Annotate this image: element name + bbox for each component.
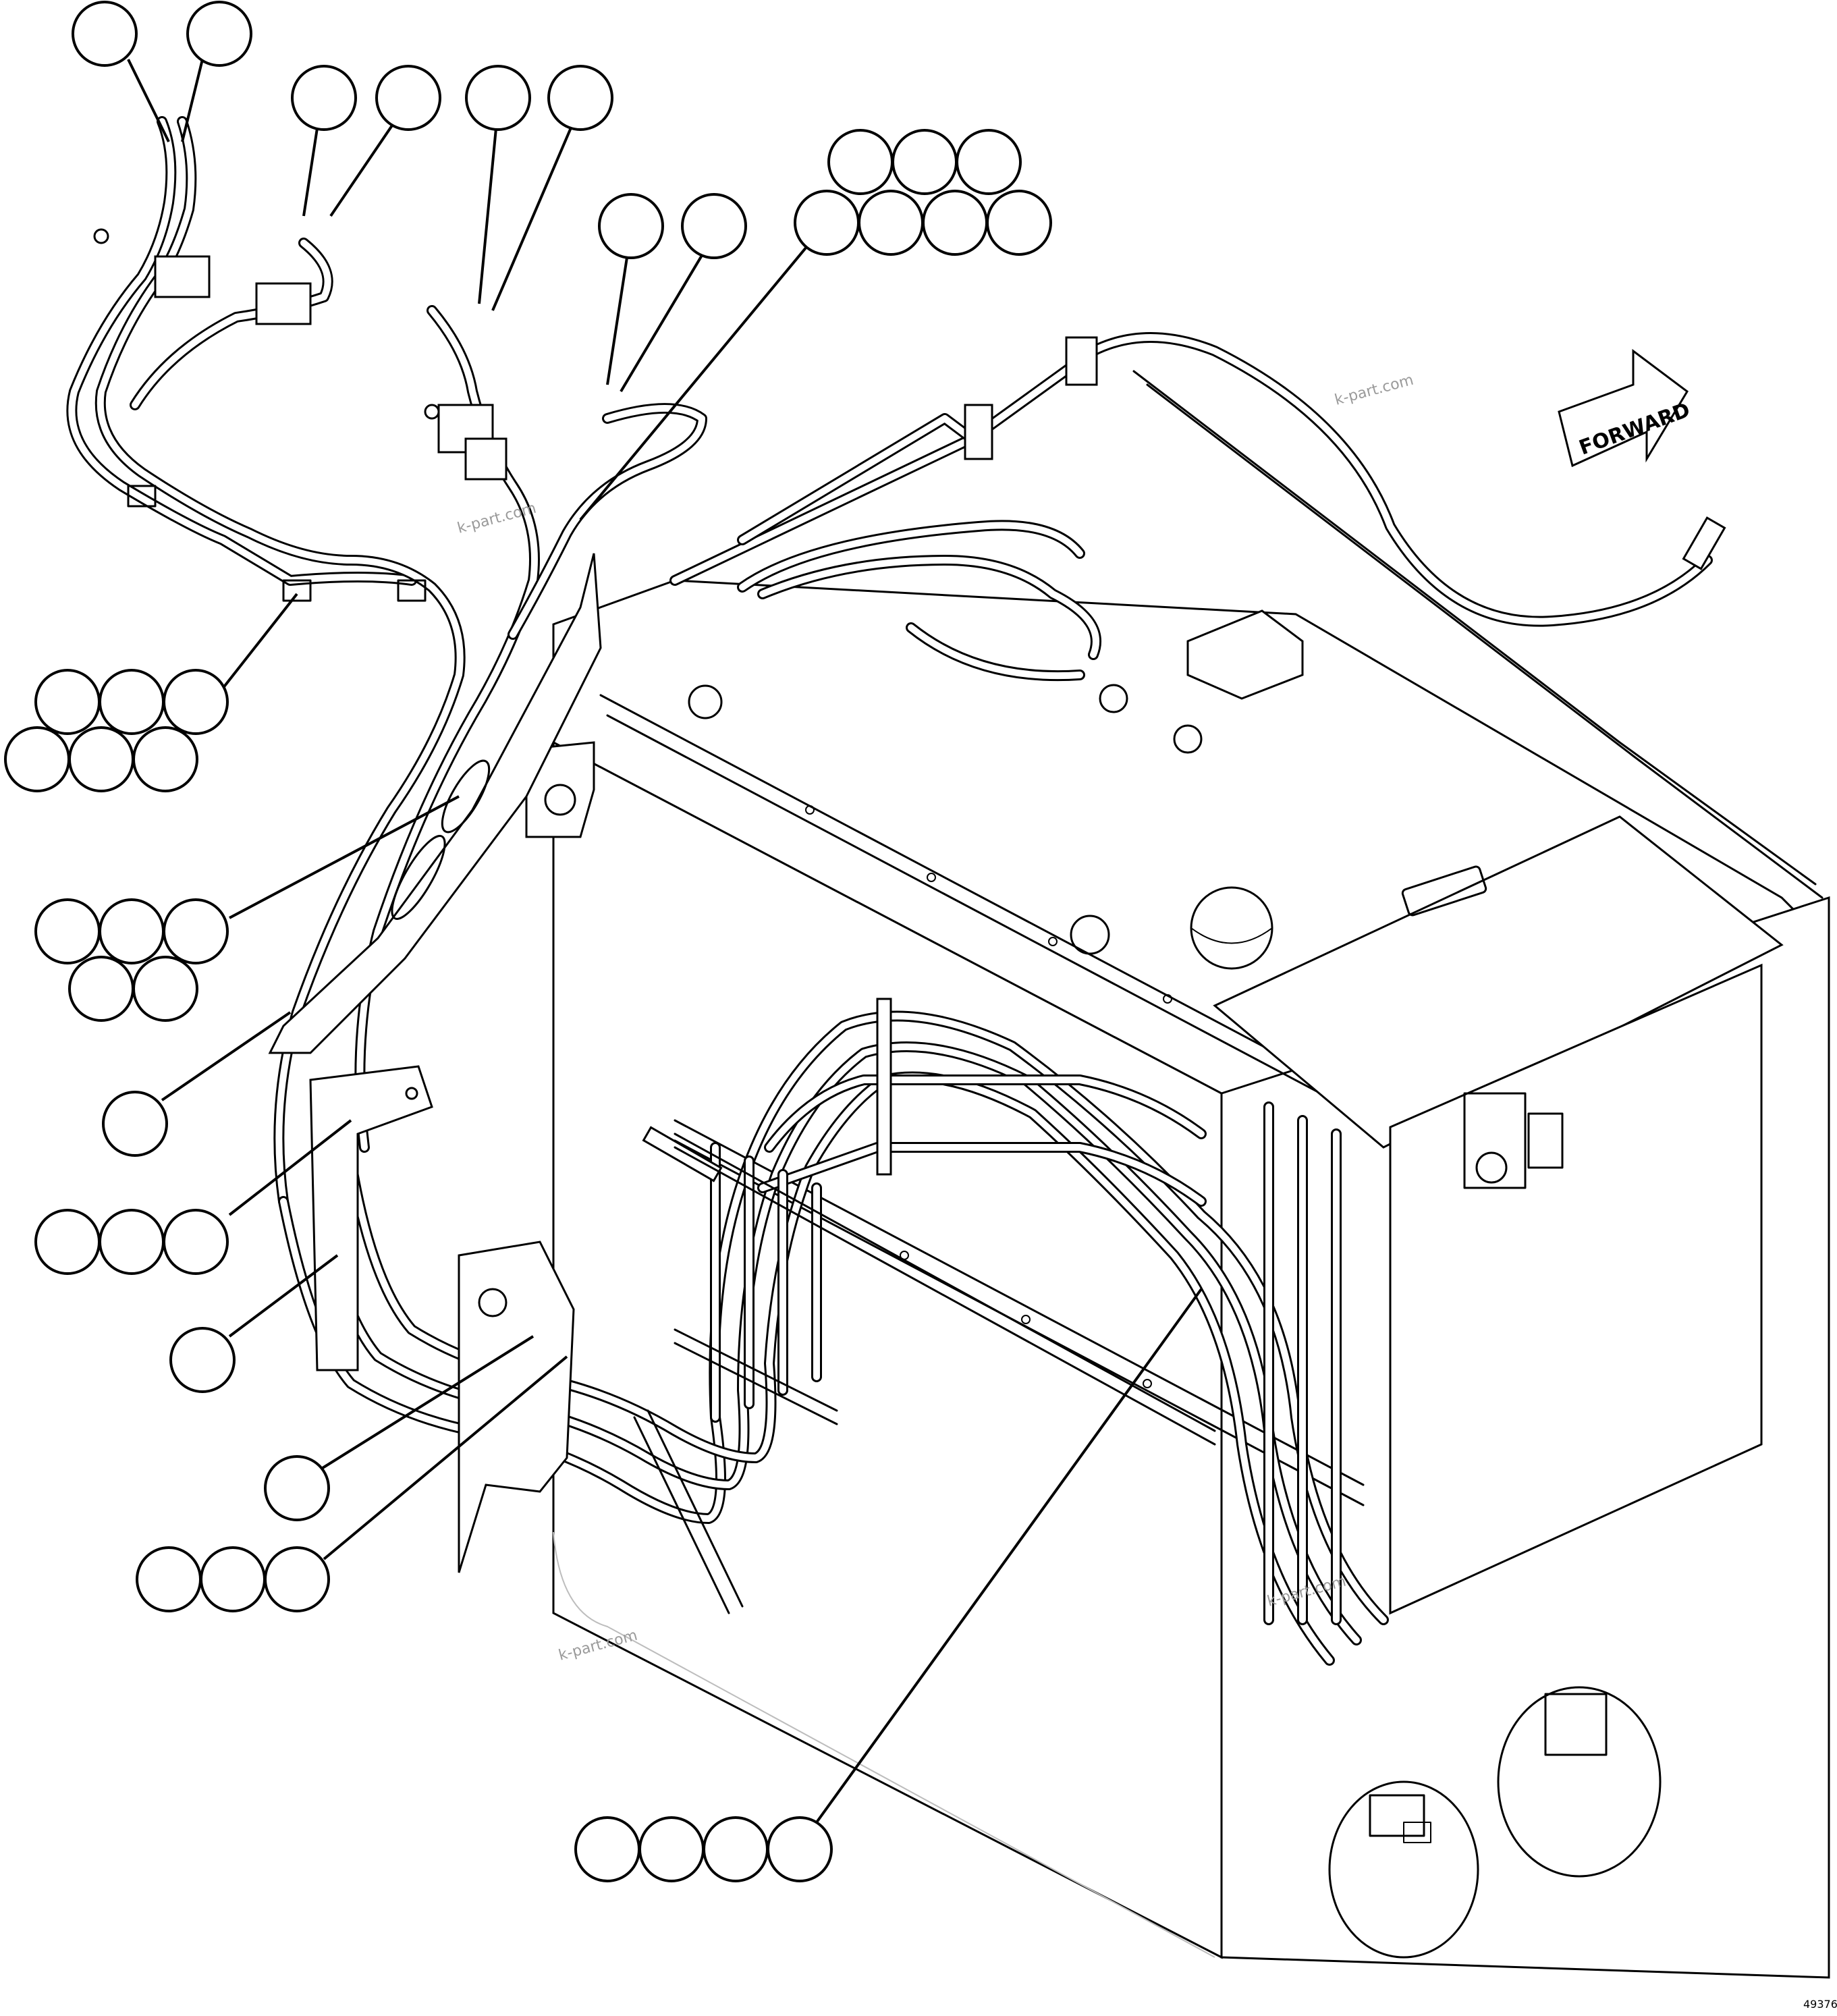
callout-bubble[interactable] xyxy=(163,1209,229,1275)
callout-bubble[interactable] xyxy=(99,1209,165,1275)
callout-bubble[interactable] xyxy=(375,65,441,131)
upper-hoses xyxy=(669,332,1726,682)
callout-bubble[interactable] xyxy=(34,898,101,964)
callout-bubble[interactable] xyxy=(186,1,252,67)
drawing-id: 49376 xyxy=(1803,1998,1837,2011)
callout-bubbles xyxy=(4,1,1052,1882)
rail-bolts xyxy=(778,805,1172,1388)
watermark: k-part.com xyxy=(1333,372,1415,409)
callout-bubble[interactable] xyxy=(547,65,613,131)
callout-bubble[interactable] xyxy=(132,956,198,1022)
callout-bubble[interactable] xyxy=(34,1209,101,1275)
callout-bubble[interactable] xyxy=(163,898,229,964)
callout-bubble[interactable] xyxy=(99,898,165,964)
watermark: k-part.com xyxy=(456,500,538,537)
callout-bubble[interactable] xyxy=(34,669,101,735)
callout-bubble[interactable] xyxy=(922,190,988,256)
callout-bubble[interactable] xyxy=(858,190,924,256)
callout-bubble[interactable] xyxy=(827,129,894,195)
callout-bubble[interactable] xyxy=(794,190,860,256)
callout-bubble[interactable] xyxy=(72,1,138,67)
callout-bubble[interactable] xyxy=(264,1546,330,1612)
callout-bubble[interactable] xyxy=(986,190,1052,256)
callout-bubble[interactable] xyxy=(291,65,357,131)
callout-bubble[interactable] xyxy=(136,1546,202,1612)
callout-bubble[interactable] xyxy=(132,726,198,792)
callout-bubble[interactable] xyxy=(264,1455,330,1521)
hydraulic-tank xyxy=(525,370,1830,1979)
forward-arrow: FORWARD xyxy=(1558,349,1693,468)
callout-bubble[interactable] xyxy=(99,669,165,735)
callout-bubble[interactable] xyxy=(681,193,747,259)
upper-left-harness xyxy=(66,116,707,1207)
callout-bubble[interactable] xyxy=(638,1816,705,1882)
callout-bubble[interactable] xyxy=(956,129,1022,195)
callout-bubble[interactable] xyxy=(102,1091,168,1157)
callout-bubble[interactable] xyxy=(4,726,70,792)
callout-bubble[interactable] xyxy=(169,1327,236,1393)
callout-bubble[interactable] xyxy=(703,1816,769,1882)
callout-bubble[interactable] xyxy=(68,956,134,1022)
callout-bubble[interactable] xyxy=(574,1816,640,1882)
callout-bubble[interactable] xyxy=(598,193,664,259)
callout-leaders xyxy=(127,59,1203,1824)
callout-bubble[interactable] xyxy=(68,726,134,792)
callout-bubble[interactable] xyxy=(200,1546,266,1612)
callout-bubble[interactable] xyxy=(163,669,229,735)
callout-bubble[interactable] xyxy=(465,65,531,131)
callout-bubble[interactable] xyxy=(767,1816,833,1882)
lower-hose-bundle xyxy=(278,998,1389,1666)
callout-bubble[interactable] xyxy=(892,129,958,195)
